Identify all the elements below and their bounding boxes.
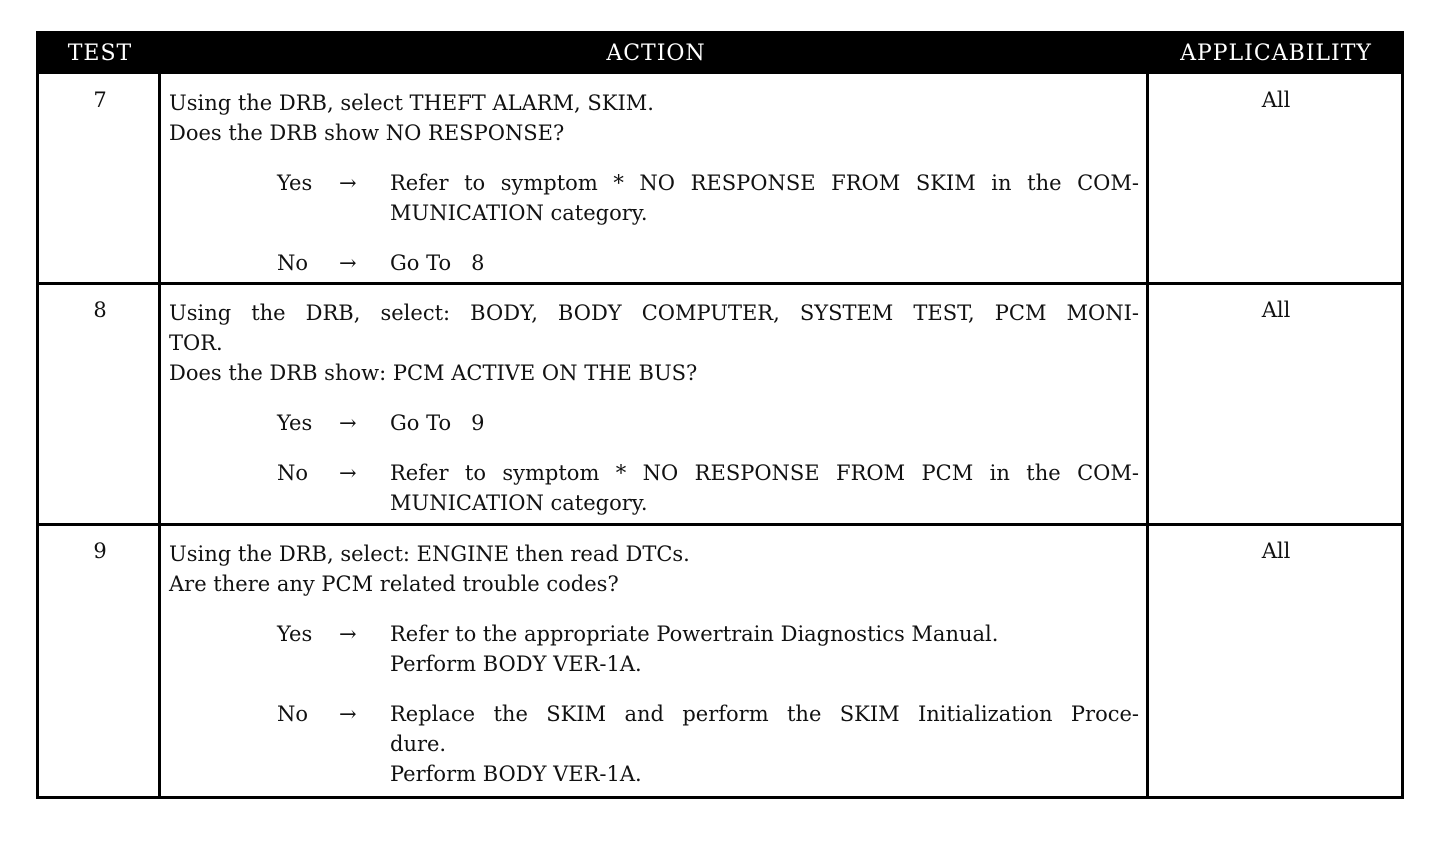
yes-branch: Yes → Refer to the appropriate Powertrai…	[169, 619, 1139, 679]
row-divider	[39, 282, 1401, 285]
no-label: No	[277, 702, 309, 726]
table-row: 8 Using the DRB, select: BODY, BODY COMP…	[39, 284, 1401, 524]
test-number: 8	[93, 298, 107, 322]
branch-text: Go To 8	[390, 251, 485, 275]
table-row: 9 Using the DRB, select: ENGINE then rea…	[39, 525, 1401, 795]
row-divider	[39, 523, 1401, 526]
arrow-icon: →	[339, 411, 357, 435]
test-number: 9	[93, 539, 107, 563]
no-branch: No → Go To 8	[169, 248, 1139, 278]
branch-text: Perform BODY VER-1A.	[390, 652, 642, 676]
branch-text: Go To 9	[390, 411, 485, 435]
arrow-icon: →	[339, 461, 357, 485]
test-number: 7	[93, 88, 107, 112]
column-divider	[158, 34, 161, 796]
action-cell: Using the DRB, select: BODY, BODY COMPUT…	[169, 298, 1139, 518]
question-line: Using the DRB, select: BODY, BODY COMPUT…	[169, 301, 1139, 325]
yes-label: Yes	[277, 171, 313, 195]
yes-branch: Yes → Refer to symptom * NO RESPONSE FRO…	[169, 168, 1139, 228]
arrow-icon: →	[339, 171, 357, 195]
header-test: TEST	[67, 41, 133, 66]
question-line: Using the DRB, select THEFT ALARM, SKIM.	[169, 91, 654, 115]
question-line: Does the DRB show: PCM ACTIVE ON THE BUS…	[169, 361, 698, 385]
table-row: 7 Using the DRB, select THEFT ALARM, SKI…	[39, 74, 1401, 282]
yes-label: Yes	[277, 622, 313, 646]
table-header: TEST ACTION APPLICABILITY	[39, 34, 1401, 74]
action-cell: Using the DRB, select: ENGINE then read …	[169, 539, 1139, 789]
branch-text: dure.	[390, 732, 447, 756]
question-line: Are there any PCM related trouble codes?	[169, 572, 619, 596]
applicability-cell: All	[1261, 539, 1291, 563]
action-cell: Using the DRB, select THEFT ALARM, SKIM.…	[169, 88, 1139, 278]
applicability-cell: All	[1261, 88, 1291, 112]
branch-text: Refer to symptom * NO RESPONSE FROM SKIM…	[390, 171, 1139, 195]
header-action: ACTION	[606, 41, 706, 66]
no-branch: No → Replace the SKIM and perform the SK…	[169, 699, 1139, 789]
branch-text: Perform BODY VER-1A.	[390, 762, 642, 786]
question-line: Does the DRB show NO RESPONSE?	[169, 121, 565, 145]
diagnostic-table: TEST ACTION APPLICABILITY 7 Using the DR…	[36, 31, 1404, 799]
no-label: No	[277, 251, 309, 275]
branch-text: Refer to the appropriate Powertrain Diag…	[390, 622, 999, 646]
branch-text: Replace the SKIM and perform the SKIM In…	[390, 702, 1139, 726]
yes-label: Yes	[277, 411, 313, 435]
branch-text: MUNICATION category.	[390, 491, 648, 515]
header-applicability: APPLICABILITY	[1180, 41, 1372, 66]
applicability-cell: All	[1261, 298, 1291, 322]
branch-text: MUNICATION category.	[390, 201, 648, 225]
column-divider	[1146, 34, 1149, 796]
question-line: Using the DRB, select: ENGINE then read …	[169, 542, 690, 566]
arrow-icon: →	[339, 702, 357, 726]
no-label: No	[277, 461, 309, 485]
arrow-icon: →	[339, 251, 357, 275]
arrow-icon: →	[339, 622, 357, 646]
yes-branch: Yes → Go To 9	[169, 408, 1139, 438]
branch-text: Refer to symptom * NO RESPONSE FROM PCM …	[390, 461, 1139, 485]
question-line: TOR.	[169, 331, 223, 355]
no-branch: No → Refer to symptom * NO RESPONSE FROM…	[169, 458, 1139, 518]
